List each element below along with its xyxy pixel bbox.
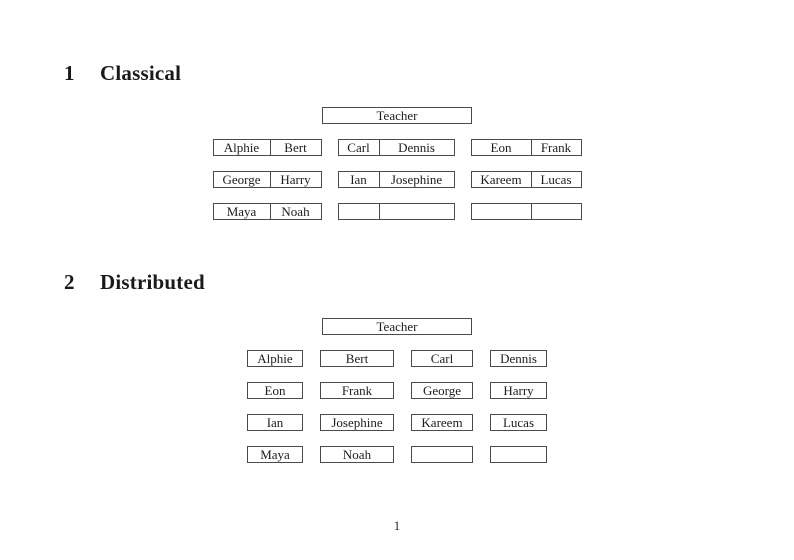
desk-seat-empty <box>339 204 379 219</box>
desk-seat: George <box>222 172 261 187</box>
desk: George Harry <box>212 171 322 188</box>
desk-seat-empty <box>472 204 531 219</box>
classical-row-1: Alphie Bert Carl Dennis Eon Frank <box>0 139 794 156</box>
desk-seat: Eon <box>490 140 512 155</box>
seat-box: Lucas <box>490 414 547 431</box>
teacher-box: Teacher <box>322 318 472 335</box>
seat-box: Ian <box>247 414 303 431</box>
seat-box: Harry <box>490 382 547 399</box>
desk: Eon Frank <box>470 139 582 156</box>
classical-row-2: George Harry Ian Josephine Kareem Lucas <box>0 171 794 188</box>
desk-seat: Josephine <box>378 172 454 187</box>
seat-box: Noah <box>320 446 394 463</box>
desk-seat-empty <box>378 204 454 219</box>
seat-box: Josephine <box>320 414 394 431</box>
seat-box: Frank <box>320 382 394 399</box>
distributed-row-4: Maya Noah <box>0 446 794 463</box>
seat-box: Kareem <box>411 414 473 431</box>
desk-seat: Lucas <box>530 172 581 187</box>
desk: Alphie Bert <box>212 139 322 156</box>
desk-seat: Carl <box>347 140 370 155</box>
page-number: 1 <box>393 518 401 533</box>
classical-seating-diagram: Teacher Alphie Bert Carl Dennis Eon Fran… <box>0 107 794 235</box>
section-title: Distributed <box>100 270 205 294</box>
seat-box-empty <box>490 446 547 463</box>
seat-box: Dennis <box>490 350 547 367</box>
desk-seat-empty <box>530 204 581 219</box>
seat-box: Alphie <box>247 350 303 367</box>
desk-seat: Dennis <box>378 140 454 155</box>
desk-seat: Noah <box>269 204 321 219</box>
desk-seat: Harry <box>269 172 321 187</box>
classical-row-3: Maya Noah <box>0 203 794 220</box>
seat-box: Carl <box>411 350 473 367</box>
seat-box: Eon <box>247 382 303 399</box>
section-number: 1 <box>64 61 75 85</box>
seat-box: Bert <box>320 350 394 367</box>
desk-seat: Alphie <box>223 140 260 155</box>
desk-seat: Ian <box>350 172 367 187</box>
section-title: Classical <box>100 61 182 85</box>
desk: Kareem Lucas <box>470 171 582 188</box>
desk-empty <box>470 203 582 220</box>
desk: Ian Josephine <box>337 171 455 188</box>
desk: Maya Noah <box>212 203 322 220</box>
teacher-box: Teacher <box>322 107 472 124</box>
distributed-row-1: Alphie Bert Carl Dennis <box>0 350 794 367</box>
desk-empty <box>337 203 455 220</box>
desk-seat: Frank <box>530 140 581 155</box>
section-heading-classical: 1 Classical <box>64 61 181 85</box>
distributed-row-2: Eon Frank George Harry <box>0 382 794 399</box>
distributed-row-3: Ian Josephine Kareem Lucas <box>0 414 794 431</box>
desk-seat: Kareem <box>480 172 522 187</box>
section-heading-distributed: 2 Distributed <box>64 270 205 294</box>
seat-box: George <box>411 382 473 399</box>
desk-seat: Bert <box>269 140 321 155</box>
section-number: 2 <box>64 270 75 294</box>
seat-box-empty <box>411 446 473 463</box>
desk: Carl Dennis <box>337 139 455 156</box>
desk-seat: Maya <box>226 204 257 219</box>
distributed-seating-diagram: Teacher Alphie Bert Carl Dennis Eon Fran… <box>0 318 794 478</box>
seat-box: Maya <box>247 446 303 463</box>
